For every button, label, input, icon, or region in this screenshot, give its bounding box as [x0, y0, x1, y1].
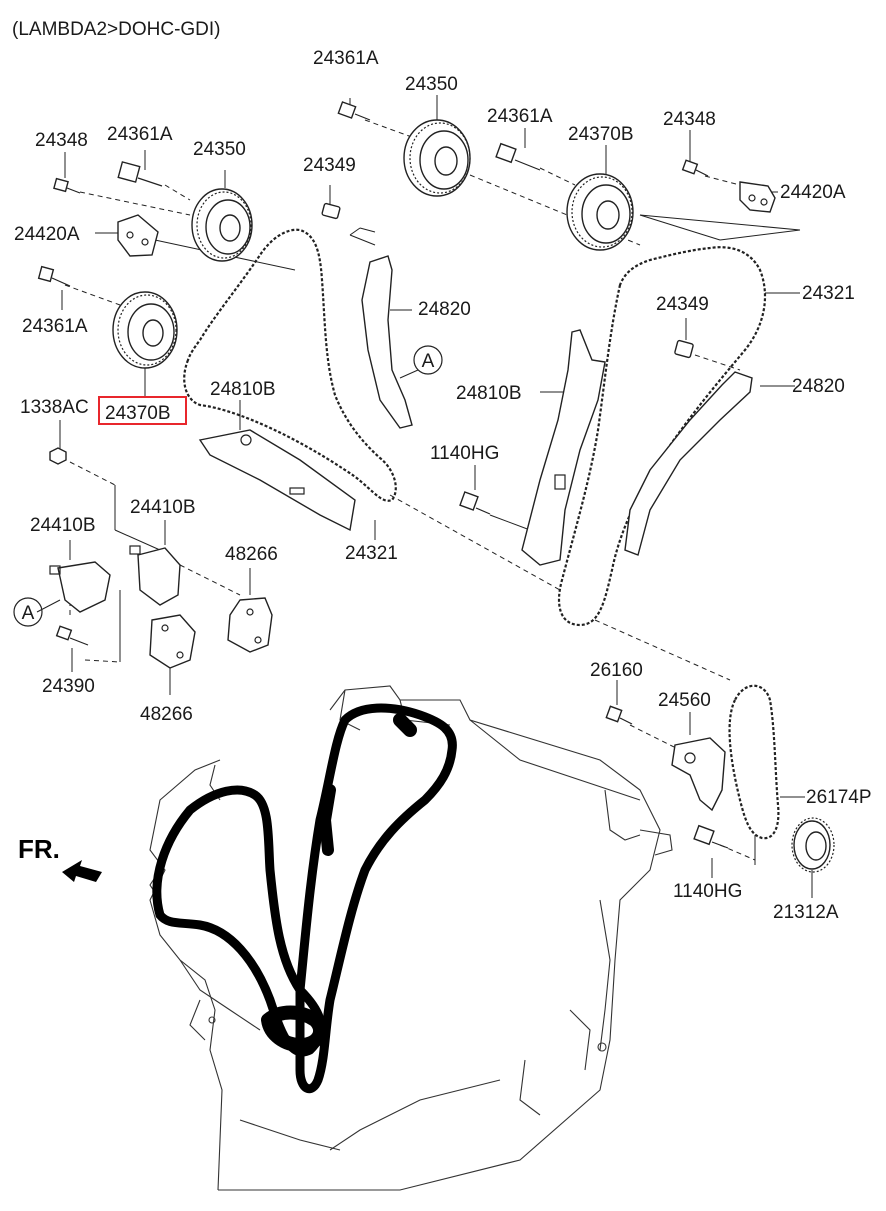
- cam-sprocket-exhaust-left: [191, 188, 253, 262]
- bracket-24420A-right: [739, 181, 776, 213]
- label-24321-right[interactable]: 24321: [802, 283, 855, 304]
- bolt-24361A-top: [337, 101, 371, 121]
- bolt-24361A-left: [117, 161, 163, 187]
- label-24410B-left[interactable]: 24410B: [30, 515, 96, 536]
- dowel-24349-right: [674, 339, 694, 359]
- label-24810B-left[interactable]: 24810B: [210, 379, 276, 400]
- highlighted-part-24370B[interactable]: 24370B: [98, 396, 187, 425]
- tensioner-arm-24810B-left: [198, 429, 356, 532]
- front-direction-marker: FR.: [18, 834, 102, 882]
- label-24349-top[interactable]: 24349: [303, 155, 356, 176]
- cam-sprocket-exhaust-top: [403, 119, 471, 197]
- label-48266-lower[interactable]: 48266: [140, 704, 193, 725]
- crank-sprocket-21312A: [791, 817, 835, 873]
- bolt-24390: [55, 625, 89, 646]
- label-24349-right[interactable]: 24349: [656, 294, 709, 315]
- label-24348-left[interactable]: 24348: [35, 130, 88, 151]
- bolt-24361A-lower-left: [37, 265, 71, 287]
- label-24410B-mid[interactable]: 24410B: [130, 497, 196, 518]
- callout-letter: A: [422, 351, 435, 372]
- installed-timing-chain: [152, 703, 457, 1094]
- leader-lines: [36, 95, 813, 898]
- label-24361A-right[interactable]: 24361A: [487, 106, 553, 127]
- bracket-24420A-left: [117, 214, 159, 257]
- label-24361A-lower[interactable]: 24361A: [22, 316, 88, 337]
- callout-letter: A: [22, 603, 35, 624]
- label-24810B-right[interactable]: 24810B: [456, 383, 522, 404]
- label-24820-right[interactable]: 24820: [792, 376, 845, 397]
- callout-a-upper: A: [413, 345, 443, 375]
- diagram-title: (LAMBDA2>DOHC-GDI): [12, 19, 221, 40]
- tensioner-arm-24810B-right: [521, 329, 606, 566]
- label-24390[interactable]: 24390: [42, 676, 95, 697]
- timing-chain-lower: [728, 684, 780, 840]
- label-24361A-top[interactable]: 24361A: [313, 48, 379, 69]
- label-24370B-left[interactable]: 24370B: [105, 403, 171, 424]
- label-24560[interactable]: 24560: [658, 690, 711, 711]
- gasket-48266-lower: [149, 614, 196, 669]
- label-24820-mid[interactable]: 24820: [418, 299, 471, 320]
- label-1338AC[interactable]: 1338AC: [20, 397, 89, 418]
- label-24321-mid[interactable]: 24321: [345, 543, 398, 564]
- label-24420A-left[interactable]: 24420A: [14, 224, 80, 245]
- bolt-24348-right: [681, 159, 709, 177]
- chain-tensioner-24410B-mid: [129, 545, 181, 606]
- label-1140HG-mid[interactable]: 1140HG: [430, 443, 499, 464]
- bolt-1140HG-mid: [459, 491, 491, 515]
- label-24350-left[interactable]: 24350: [193, 139, 246, 160]
- nut-1338AC: [49, 447, 67, 465]
- label-24350-top[interactable]: 24350: [405, 74, 458, 95]
- bolt-24361A-right: [495, 142, 541, 171]
- highlight-box: [98, 396, 187, 425]
- chain-guide-24820-center: [361, 255, 413, 429]
- label-26160[interactable]: 26160: [590, 660, 643, 681]
- chain-tensioner-24560: [671, 737, 726, 812]
- label-1140HG-low[interactable]: 1140HG: [673, 881, 742, 902]
- timing-chain-right: [558, 246, 767, 627]
- dowel-24349-top: [321, 202, 341, 220]
- label-24348-right[interactable]: 24348: [663, 109, 716, 130]
- cam-sprocket-intake-top-right: [566, 173, 634, 251]
- bolt-1140HG-low: [693, 824, 729, 849]
- timing-chain-left: [183, 228, 397, 502]
- label-24361A-left[interactable]: 24361A: [107, 124, 173, 145]
- chain-guide-24820-right: [624, 371, 753, 556]
- callout-a-lower: A: [13, 597, 43, 627]
- label-24370B-right[interactable]: 24370B: [568, 124, 634, 145]
- gasket-48266-upper: [227, 597, 273, 653]
- front-label: FR.: [18, 834, 60, 864]
- label-24420A-right[interactable]: 24420A: [780, 182, 846, 203]
- cam-sprocket-24370B-left: [112, 291, 178, 369]
- label-21312A[interactable]: 21312A: [773, 902, 839, 923]
- bolt-24348-left: [53, 177, 81, 194]
- bolt-26160: [605, 705, 633, 725]
- label-26174P[interactable]: 26174P: [806, 787, 872, 808]
- front-arrow-icon: [62, 860, 102, 882]
- chain-tensioner-24410B-left: [49, 561, 111, 613]
- label-48266-upper[interactable]: 48266: [225, 544, 278, 565]
